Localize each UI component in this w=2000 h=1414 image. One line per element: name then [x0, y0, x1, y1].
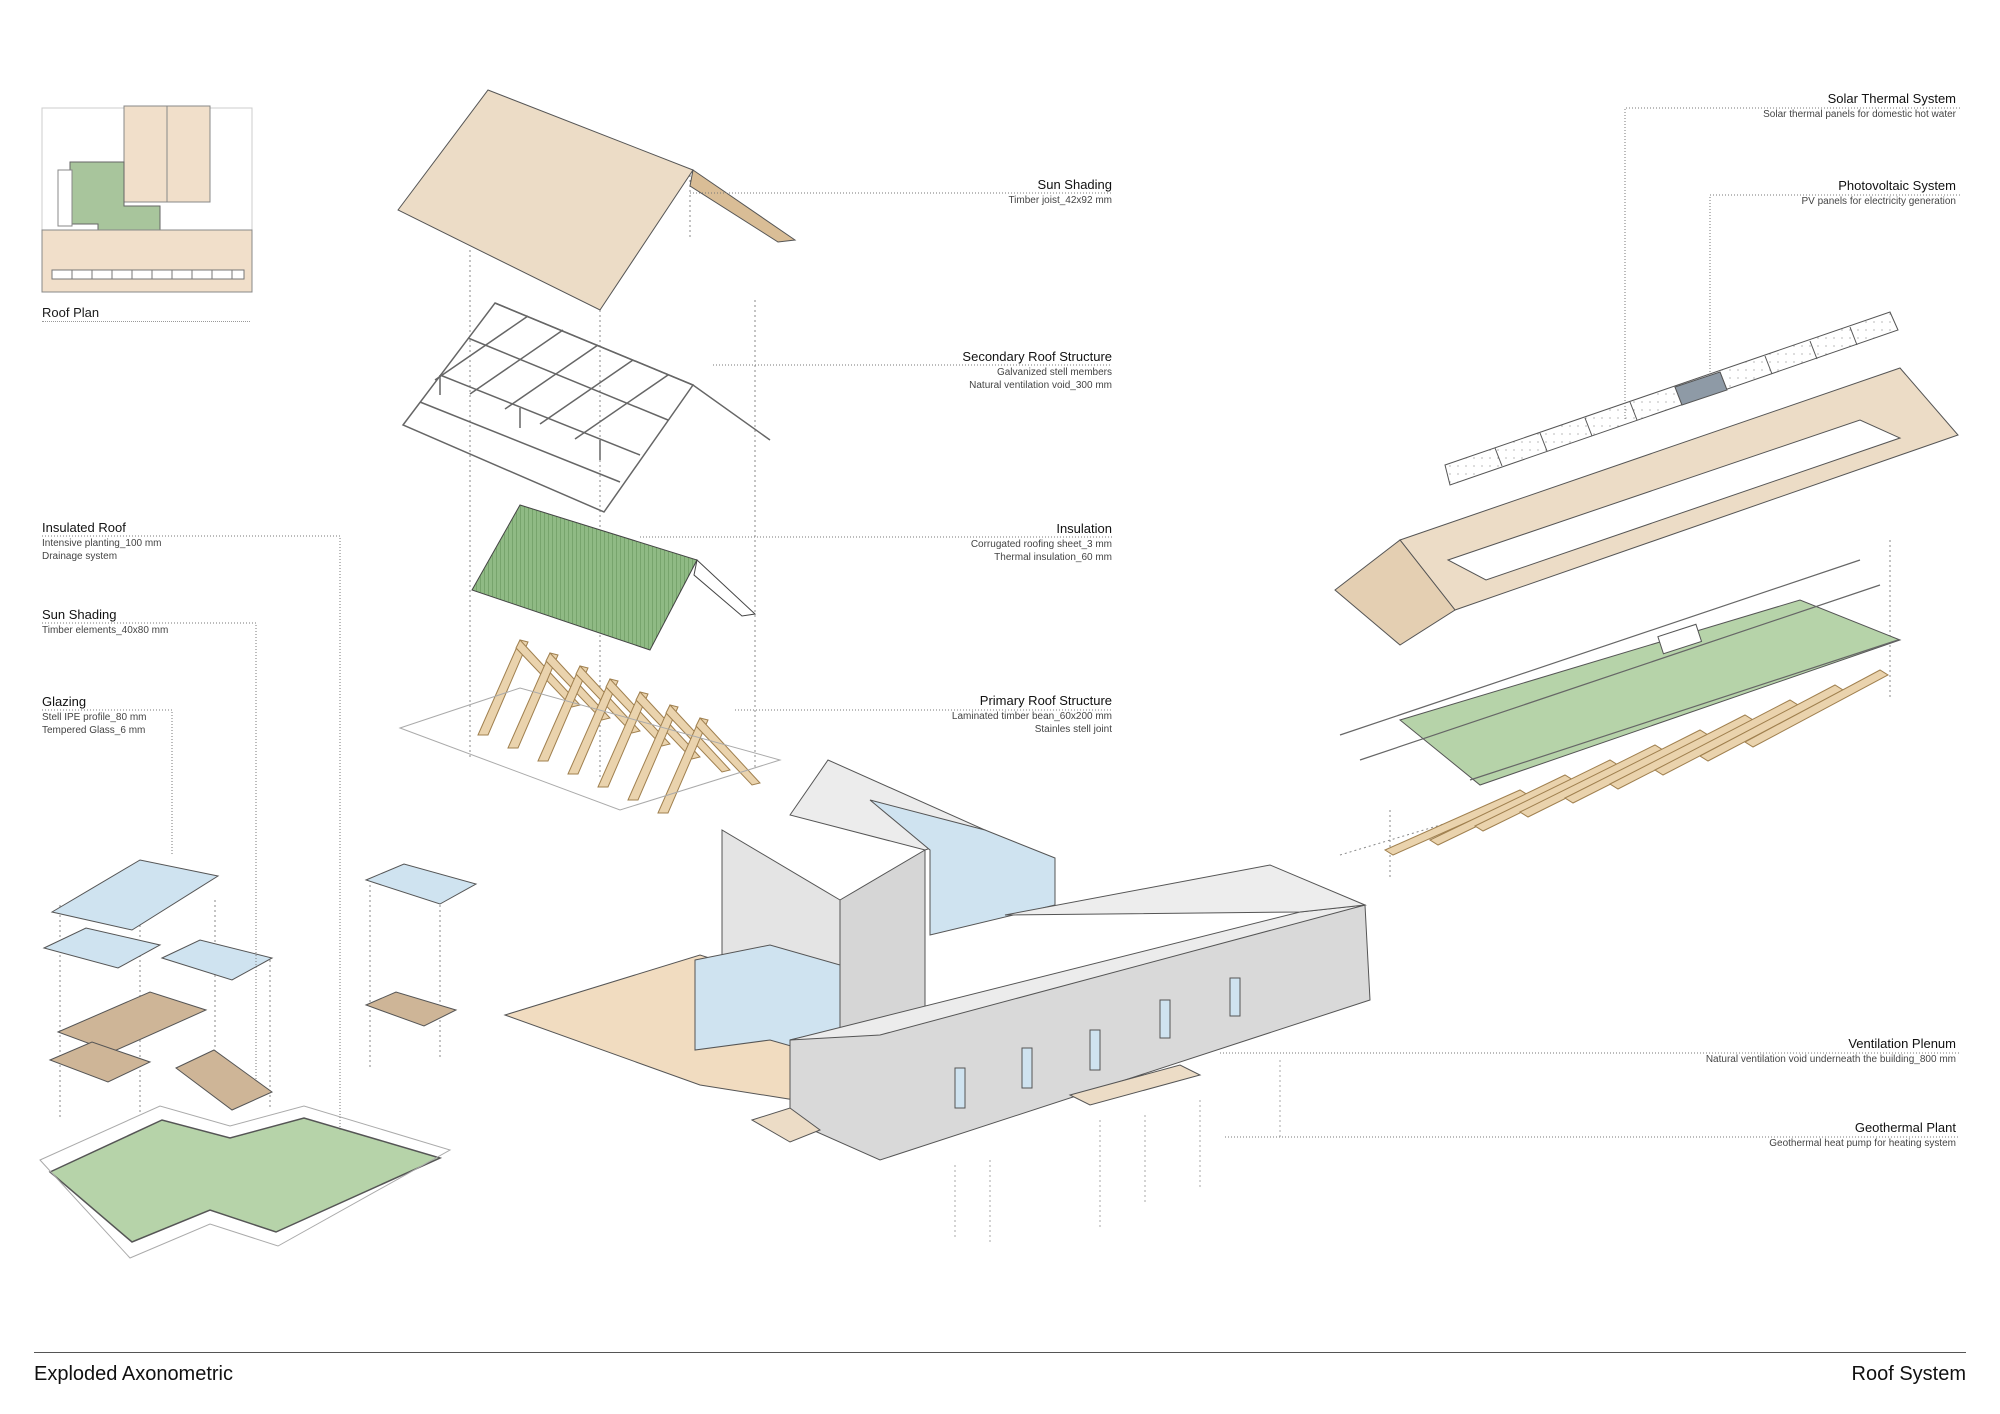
label-secondary-roof: Secondary Roof Structure Galvanized stel…	[962, 349, 1112, 391]
label-primary-roof: Primary Roof Structure Laminated timber …	[951, 693, 1112, 735]
roof-plan-underline	[42, 321, 250, 322]
label-insulation: Insulation Corrugated roofing sheet_3 mm…	[970, 521, 1112, 563]
glazing-panel	[42, 927, 162, 969]
pv-solar-strip	[1444, 311, 1899, 486]
roof-plan-thumbnail	[41, 105, 253, 293]
timber-shading-element	[56, 991, 208, 1053]
footer-rule	[34, 1352, 1966, 1353]
pv-panel-dark	[1674, 371, 1728, 406]
footer-title-right: Roof System	[1851, 1363, 1966, 1385]
center-roof-stack	[397, 89, 797, 814]
left-exploded-parts	[39, 859, 478, 1259]
right-timber-trusses	[1383, 669, 1889, 856]
right-roof-stack	[1334, 311, 1959, 880]
insulation-roof-panel	[471, 504, 698, 651]
label-sun-shading-top: Sun Shading Timber joist_42x92 mm	[1008, 177, 1112, 206]
timber-bench	[1068, 1064, 1202, 1106]
label-ventilation: Ventilation Plenum Natural ventilation v…	[1705, 1036, 1956, 1065]
leader-lines	[42, 107, 1960, 1138]
glazing-panel	[364, 863, 478, 905]
glass-clerestory	[869, 799, 1056, 936]
timber-shading-element	[364, 991, 458, 1027]
secondary-roof-frame	[401, 302, 771, 513]
sun-shading-roof-ridge	[689, 169, 797, 243]
label-photovoltaic: Photovoltaic System PV panels for electr…	[1801, 178, 1956, 207]
label-solar-thermal: Solar Thermal System Solar thermal panel…	[1763, 91, 1956, 120]
timber-shading-element	[175, 1049, 273, 1111]
green-insulated-roof	[48, 1117, 443, 1243]
skylight-opening	[1657, 623, 1703, 655]
entry-stair	[750, 1107, 822, 1143]
insulation-roof-ridge	[693, 559, 757, 617]
label-insulated-roof: Insulated Roof Intensive planting_100 mm…	[42, 520, 162, 562]
main-building	[503, 759, 1371, 1245]
label-sun-shading-left: Sun Shading Timber elements_40x80 mm	[42, 607, 169, 636]
right-timber-roof-gable	[1334, 539, 1456, 646]
primary-roof-trusses	[477, 639, 761, 814]
label-geothermal: Geothermal Plant Geothermal heat pump fo…	[1769, 1120, 1956, 1149]
glazing-panel	[50, 859, 220, 931]
timber-shading-element	[48, 1041, 152, 1083]
footer-title-left: Exploded Axonometric	[34, 1363, 234, 1385]
long-wing-roof-edge	[1004, 864, 1367, 916]
roof-plan-caption: Roof Plan	[42, 305, 100, 320]
sun-shading-roof-panel	[397, 89, 694, 311]
glazing-panel	[160, 939, 274, 981]
